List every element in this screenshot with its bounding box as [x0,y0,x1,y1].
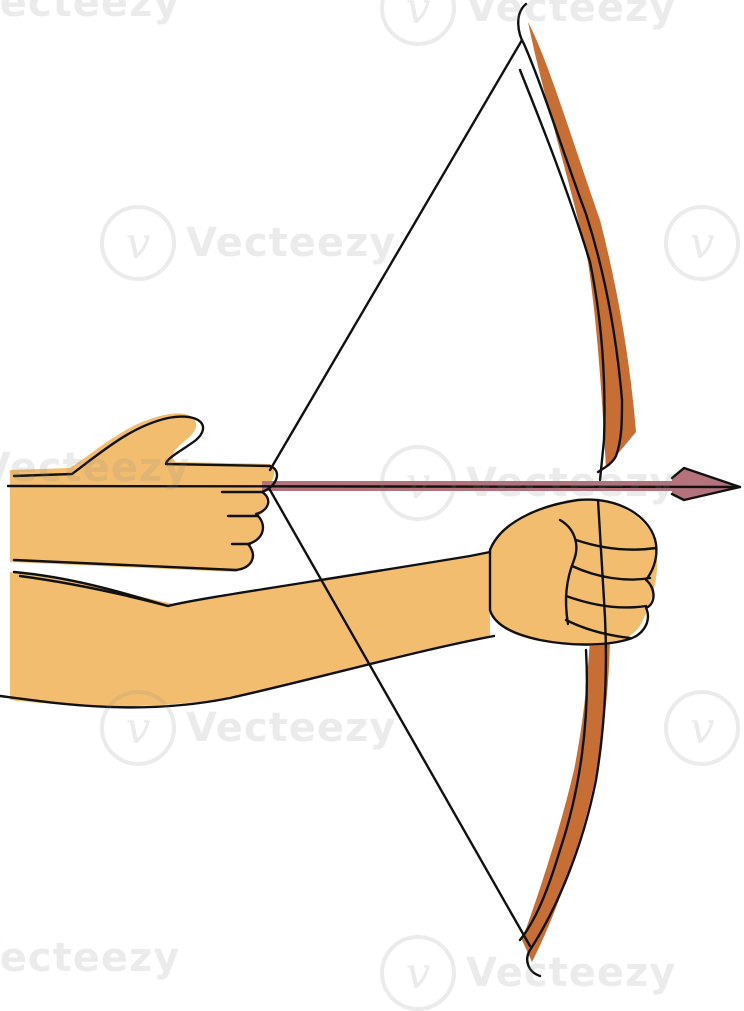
bow-outline-lower-inner [518,648,589,942]
bow-hand-finger-3 [564,594,648,609]
bow-hand-finger-2 [570,564,652,581]
bow-hand-finger-4 [564,618,632,640]
bow-hand-color [490,499,658,647]
bow-upper-limb-color [528,22,636,468]
bow-arm-crease [18,574,170,608]
bow-outline-upper [517,2,624,474]
bow-string-upper [268,38,524,472]
arrow-head [672,468,740,500]
bow-hand-outline [488,498,658,646]
arrow-line [6,484,742,489]
bow-hand-finger-1 [574,538,658,551]
bow-arm-upper-edge [12,550,492,608]
bow-string-lower [268,488,532,948]
archer-illustration [0,2,742,978]
bow-lower-limb-color [522,500,610,962]
bow-outline-upper-inner [518,68,606,482]
bow-outline-lower [526,498,608,978]
draw-hand-outline [12,415,279,572]
bow-hand-thumb [558,518,578,626]
draw-hand-color [10,413,275,572]
arrow-head-outline [670,466,742,502]
bow-arm-lower-edge [0,634,496,709]
bow-arm-color [10,552,490,707]
